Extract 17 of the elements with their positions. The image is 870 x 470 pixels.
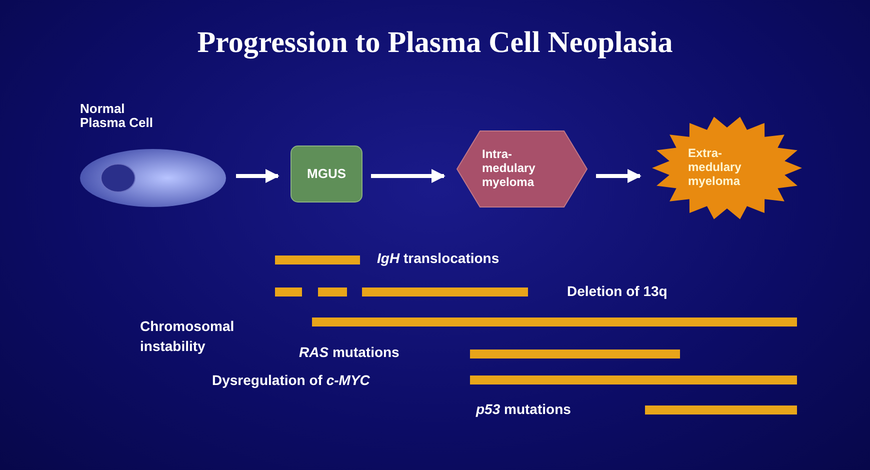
row-label: p53 mutations	[476, 400, 571, 419]
node-label: Extra- medulary myeloma	[688, 146, 742, 188]
row-label: Chromosomal instability	[140, 317, 236, 356]
arrow	[596, 169, 642, 183]
starburst-node	[652, 116, 802, 220]
process-box	[290, 145, 363, 203]
arrow	[371, 169, 446, 183]
node-label: Normal Plasma Cell	[80, 102, 154, 130]
slide-title: Progression to Plasma Cell Neoplasia	[196, 26, 674, 60]
row-label: Dysregulation of c-MYC	[212, 371, 370, 390]
node-label: MGUS	[306, 167, 347, 181]
arrow	[236, 169, 280, 183]
row-label: RAS mutations	[299, 343, 400, 362]
row-label: IgH translocations	[377, 249, 500, 268]
hexagon-node	[456, 130, 588, 208]
node-label: Intra- medulary myeloma	[482, 147, 536, 189]
row-label: Deletion of 13q	[567, 282, 668, 301]
